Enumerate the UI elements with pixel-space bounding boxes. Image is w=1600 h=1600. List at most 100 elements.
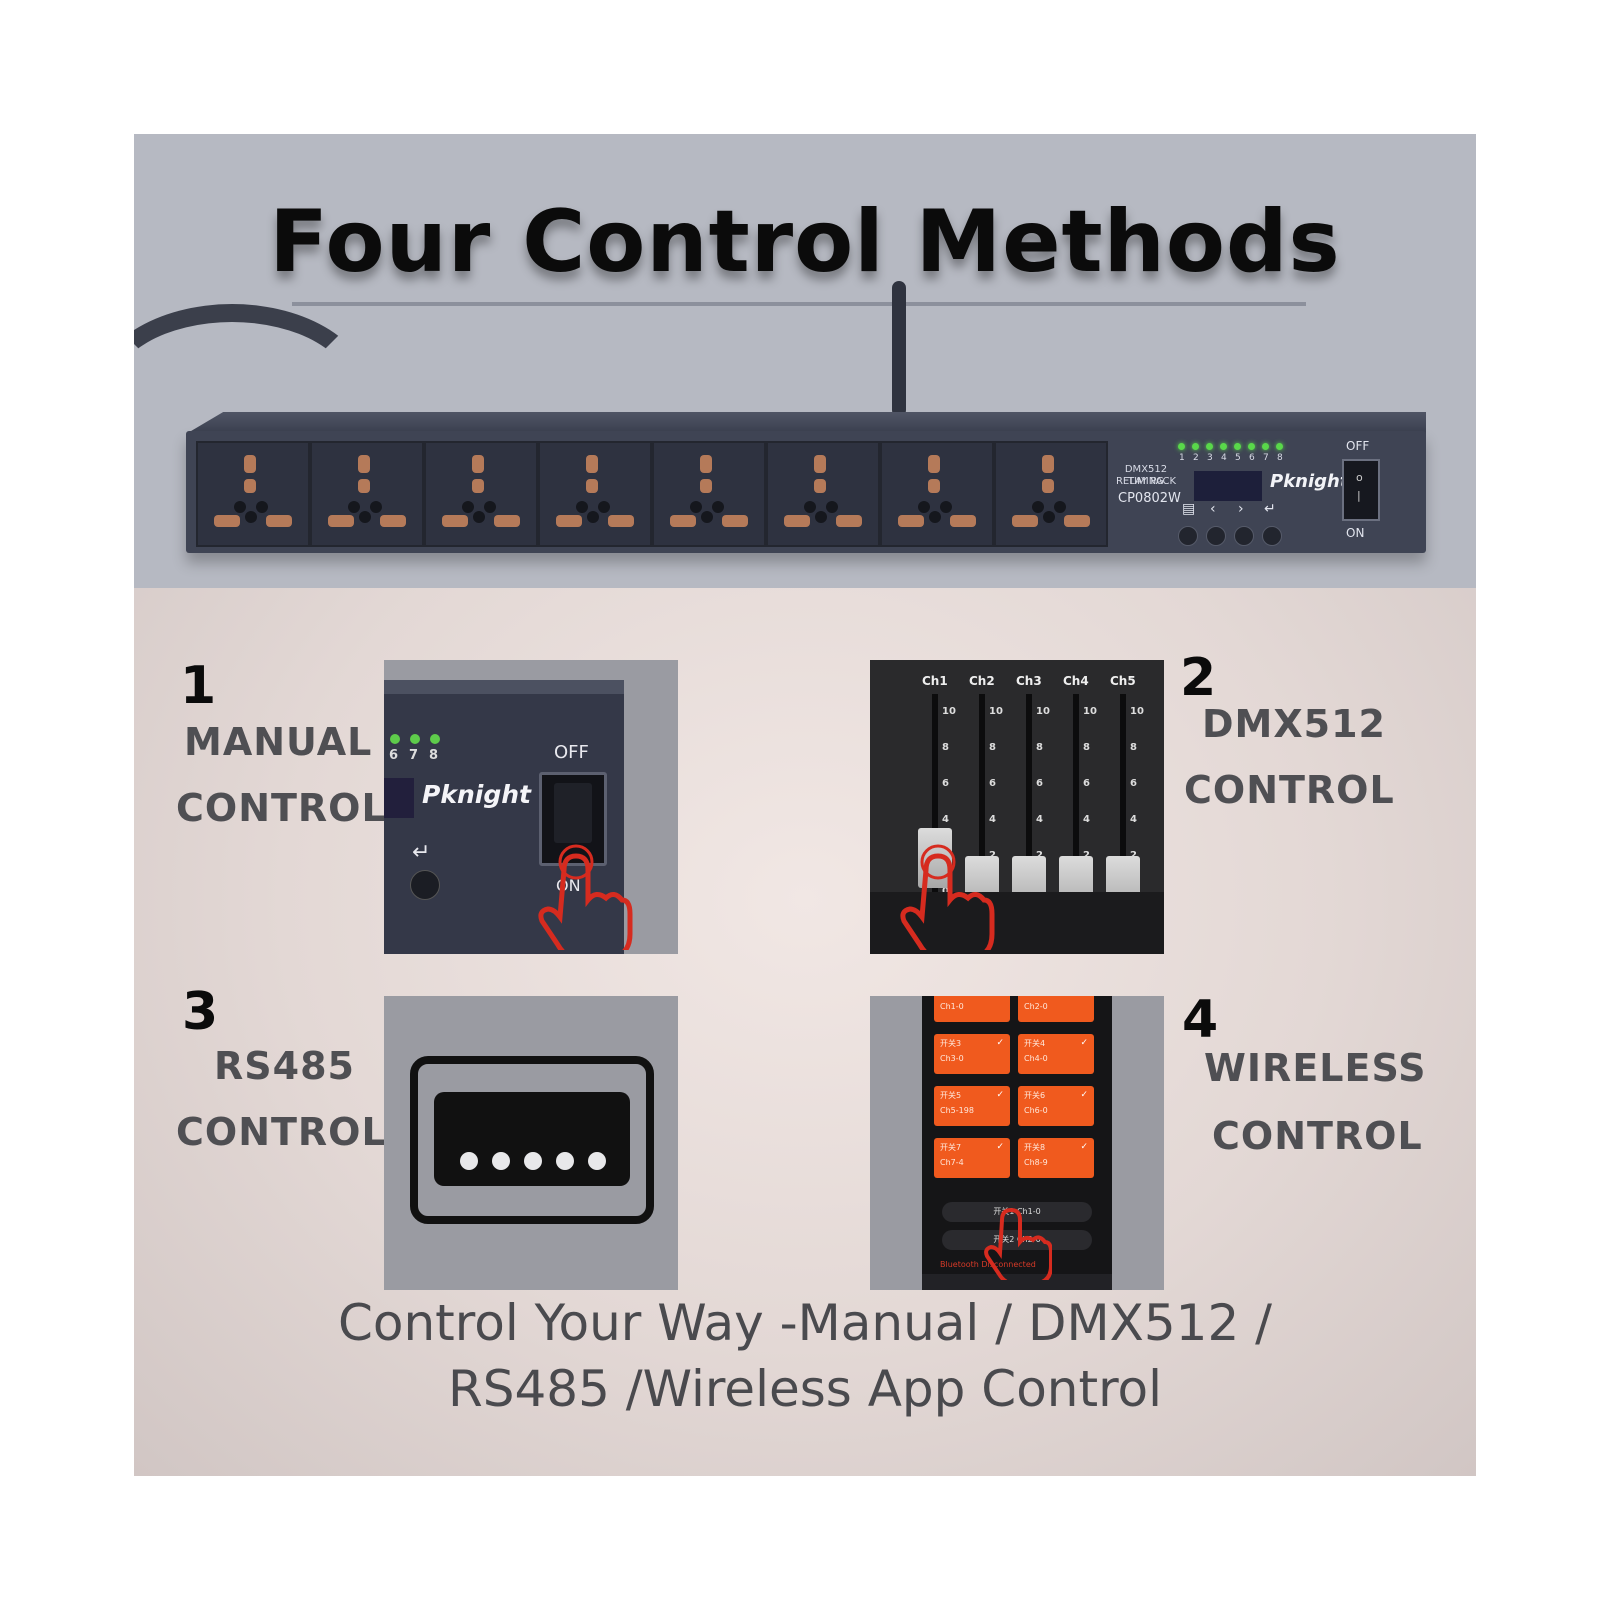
caption-line-2: RS485 /Wireless App Control [447, 1360, 1163, 1418]
method-1-label-line2: CONTROL [176, 786, 387, 830]
channel-header: Ch1 [922, 674, 948, 688]
fader-scale-label: 10 [989, 706, 1003, 717]
fader-scale-label: 0 [942, 886, 949, 897]
outlet-contact [700, 455, 712, 473]
fader-scale-label: 8 [942, 742, 949, 753]
led-7-light [410, 734, 420, 744]
model-number: CP0802W [1118, 491, 1181, 506]
led-8-light [430, 734, 440, 744]
fader-scale-label: 6 [989, 778, 996, 789]
channel-led [1206, 443, 1213, 450]
fader-scale-label: 6 [942, 778, 949, 789]
outlet-hole [256, 501, 268, 513]
caption-line-1: Control Your Way -Manual / DMX512 / [337, 1294, 1273, 1352]
led-6-label: 6 [389, 748, 399, 763]
channel-led-label: 4 [1221, 453, 1227, 463]
outlet-contact [586, 479, 598, 493]
outlet-hole [804, 501, 816, 513]
outlet-hole [1054, 501, 1066, 513]
app-switch-value: Ch8-9 [1024, 1158, 1048, 1167]
manual-control-tile: 6 7 8 Pknight OFF ↵ ON [384, 660, 678, 954]
outlet-hole [587, 511, 599, 523]
channel-led-label: 5 [1235, 453, 1241, 463]
rs485-port-icon [410, 1056, 654, 1224]
rocker-paddle [554, 783, 592, 843]
channel-led-label: 3 [1207, 453, 1213, 463]
bluetooth-status: Bluetooth Disconnected [940, 1260, 1036, 1269]
outlet-contact [928, 455, 940, 473]
fader-scale-label: 10 [1036, 706, 1050, 717]
enter-button [1262, 526, 1282, 546]
phone-screen: 开关1Ch1-0✓开关2Ch2-0✓开关3Ch3-0✓开关4Ch4-0✓开关5C… [922, 996, 1112, 1290]
page-title: Four Control Methods [269, 192, 1341, 292]
panel-display [1194, 471, 1262, 501]
method-3-label-line2: CONTROL [176, 1110, 387, 1154]
app-switch-name: 开关5 [940, 1091, 962, 1100]
outlet-hole [940, 501, 952, 513]
outlet-hole [348, 501, 360, 513]
right-button [1234, 526, 1254, 546]
chevron-right-icon: › [1238, 501, 1244, 517]
channel-led [1262, 443, 1269, 450]
fader-scale-label: 4 [942, 814, 949, 825]
channel-led [1248, 443, 1255, 450]
fader-scale-label: 10 [1083, 706, 1097, 717]
outlet-contact [814, 455, 826, 473]
fader-scale-label: 8 [1036, 742, 1043, 753]
fader-scale-label: 2 [989, 850, 996, 861]
infographic-card: Four Control Methods DMX512 TIMING RELAY… [134, 134, 1476, 1476]
outlet-contact [836, 515, 862, 527]
channel-led-label: 6 [1249, 453, 1255, 463]
outlet-hole [245, 511, 257, 523]
outlet-hole [370, 501, 382, 513]
tap-hand-icon [538, 844, 633, 950]
fader-scale-label: 6 [1083, 778, 1090, 789]
wireless-control-tile: 开关1Ch1-0✓开关2Ch2-0✓开关3Ch3-0✓开关4Ch4-0✓开关5C… [870, 996, 1164, 1290]
channel-led [1234, 443, 1241, 450]
fader-scale-label: 6 [1130, 778, 1137, 789]
channel-led-label: 8 [1277, 453, 1283, 463]
left-button [1206, 526, 1226, 546]
app-switch-name: 开关8 [1024, 1143, 1046, 1152]
outlet-contact [472, 479, 484, 493]
fader-scale-label: 4 [1083, 814, 1090, 825]
outlet-contact [380, 515, 406, 527]
outlet-contact [814, 479, 826, 493]
method-4-label-line2: CONTROL [1212, 1114, 1423, 1158]
app-switch-name: 开关4 [1024, 1039, 1046, 1048]
fader-scale-label: 2 [1130, 850, 1137, 861]
outlet-contact [266, 515, 292, 527]
power-outlet [766, 441, 880, 547]
led-8-label: 8 [429, 748, 439, 763]
brand-logo: Pknight [422, 780, 531, 809]
switch-on-label: ON [1346, 526, 1365, 540]
app-switch-name: 开关6 [1024, 1091, 1046, 1100]
outlet-hole [1043, 511, 1055, 523]
fader-slot [932, 694, 938, 894]
app-list-row[interactable]: 开关2 Ch2-0 [942, 1230, 1092, 1250]
brand-logo: Pknight [1270, 471, 1349, 492]
app-tab-bar [922, 1274, 1112, 1290]
method-1-label-line1: MANUAL [184, 720, 373, 764]
outlet-contact [950, 515, 976, 527]
method-1-number: 1 [180, 656, 217, 716]
method-2-label-line2: CONTROL [1184, 768, 1395, 812]
switch-i-mark: | [1357, 489, 1361, 502]
outlet-contact [670, 515, 696, 527]
rocker-switch [539, 772, 607, 866]
power-outlet [652, 441, 766, 547]
check-icon: ✓ [996, 1090, 1004, 1100]
app-switch-name: 开关7 [940, 1143, 962, 1152]
fader-scale-label: 8 [1083, 742, 1090, 753]
outlet-contact [1042, 479, 1054, 493]
channel-led [1192, 443, 1199, 450]
app-switch-value: Ch4-0 [1024, 1054, 1048, 1063]
